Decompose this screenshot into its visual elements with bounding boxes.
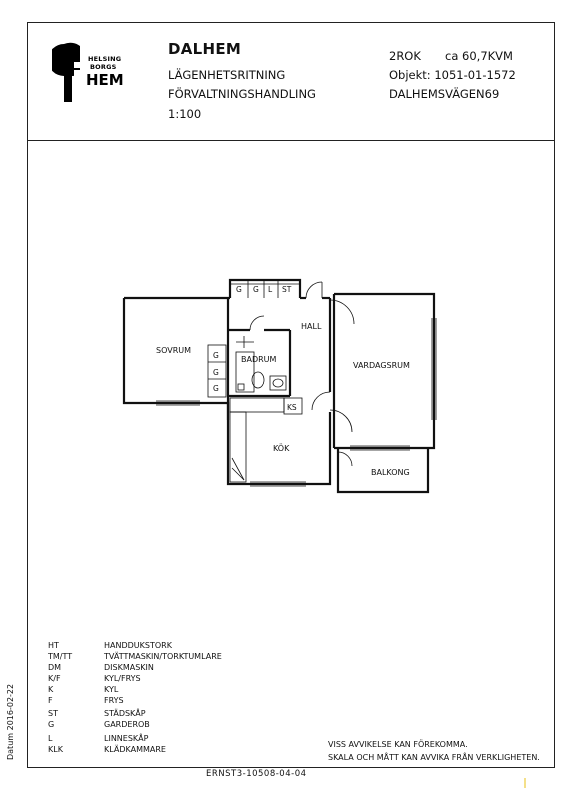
storage-g-1: G bbox=[236, 285, 242, 294]
storage-g-2: G bbox=[253, 285, 259, 294]
header-divider bbox=[27, 140, 555, 141]
storage-l: L bbox=[268, 285, 273, 294]
room-count: 2ROK bbox=[389, 49, 421, 63]
logo-text-hem: HEM bbox=[86, 71, 124, 89]
disclaimer-notes: VISS AVVIKELSE KAN FÖREKOMMA. SKALA OCH … bbox=[328, 738, 540, 764]
wall-storage-top bbox=[228, 278, 302, 298]
wall-vardagsrum bbox=[334, 292, 436, 450]
logo-text-borgs: BORGS bbox=[90, 63, 117, 71]
logo-emblem-icon bbox=[52, 42, 80, 102]
datum-stamp: Datum 2016-02-22 bbox=[6, 683, 15, 760]
note-line-1: VISS AVVIKELSE KAN FÖREKOMMA. bbox=[328, 740, 468, 749]
wardrobe-g-2: G bbox=[213, 368, 219, 377]
kitchen-ks: KS bbox=[287, 403, 297, 412]
storage-st: ST bbox=[282, 285, 292, 294]
scale: 1:100 bbox=[168, 107, 202, 121]
apartment-size: ca 60,7KVM bbox=[445, 49, 513, 63]
room-hall: HALL bbox=[301, 322, 322, 331]
room-kok: KÖK bbox=[273, 443, 290, 453]
room-vardagsrum: VARDAGSRUM bbox=[353, 361, 410, 370]
purpose: FÖRVALTNINGSHANDLING bbox=[168, 87, 316, 101]
wardrobe-g-1: G bbox=[213, 351, 219, 360]
drawing-sheet-border bbox=[27, 22, 555, 768]
corner-mark bbox=[524, 778, 526, 788]
drawing-number: ERNST3-10508-04-04 bbox=[206, 769, 307, 779]
room-balkong: BALKONG bbox=[371, 468, 410, 477]
note-line-2: SKALA OCH MÅTT KAN AVVIKA FRÅN VERKLIGHE… bbox=[328, 753, 540, 762]
helsingborgshem-logo bbox=[52, 42, 80, 102]
drawing-type: LÄGENHETSRITNING bbox=[168, 68, 286, 82]
room-sovrum: SOVRUM bbox=[156, 346, 191, 355]
object-number: Objekt: 1051-01-1572 bbox=[389, 68, 516, 82]
area-name: DALHEM bbox=[168, 40, 242, 58]
logo-text-helsing: HELSING bbox=[88, 55, 122, 63]
wall-kok bbox=[226, 403, 332, 486]
room-badrum: BADRUM bbox=[241, 355, 277, 364]
wardrobe-g-3: G bbox=[213, 384, 219, 393]
wall-balkong bbox=[336, 448, 430, 494]
address: DALHEMSVÄGEN69 bbox=[389, 87, 500, 101]
